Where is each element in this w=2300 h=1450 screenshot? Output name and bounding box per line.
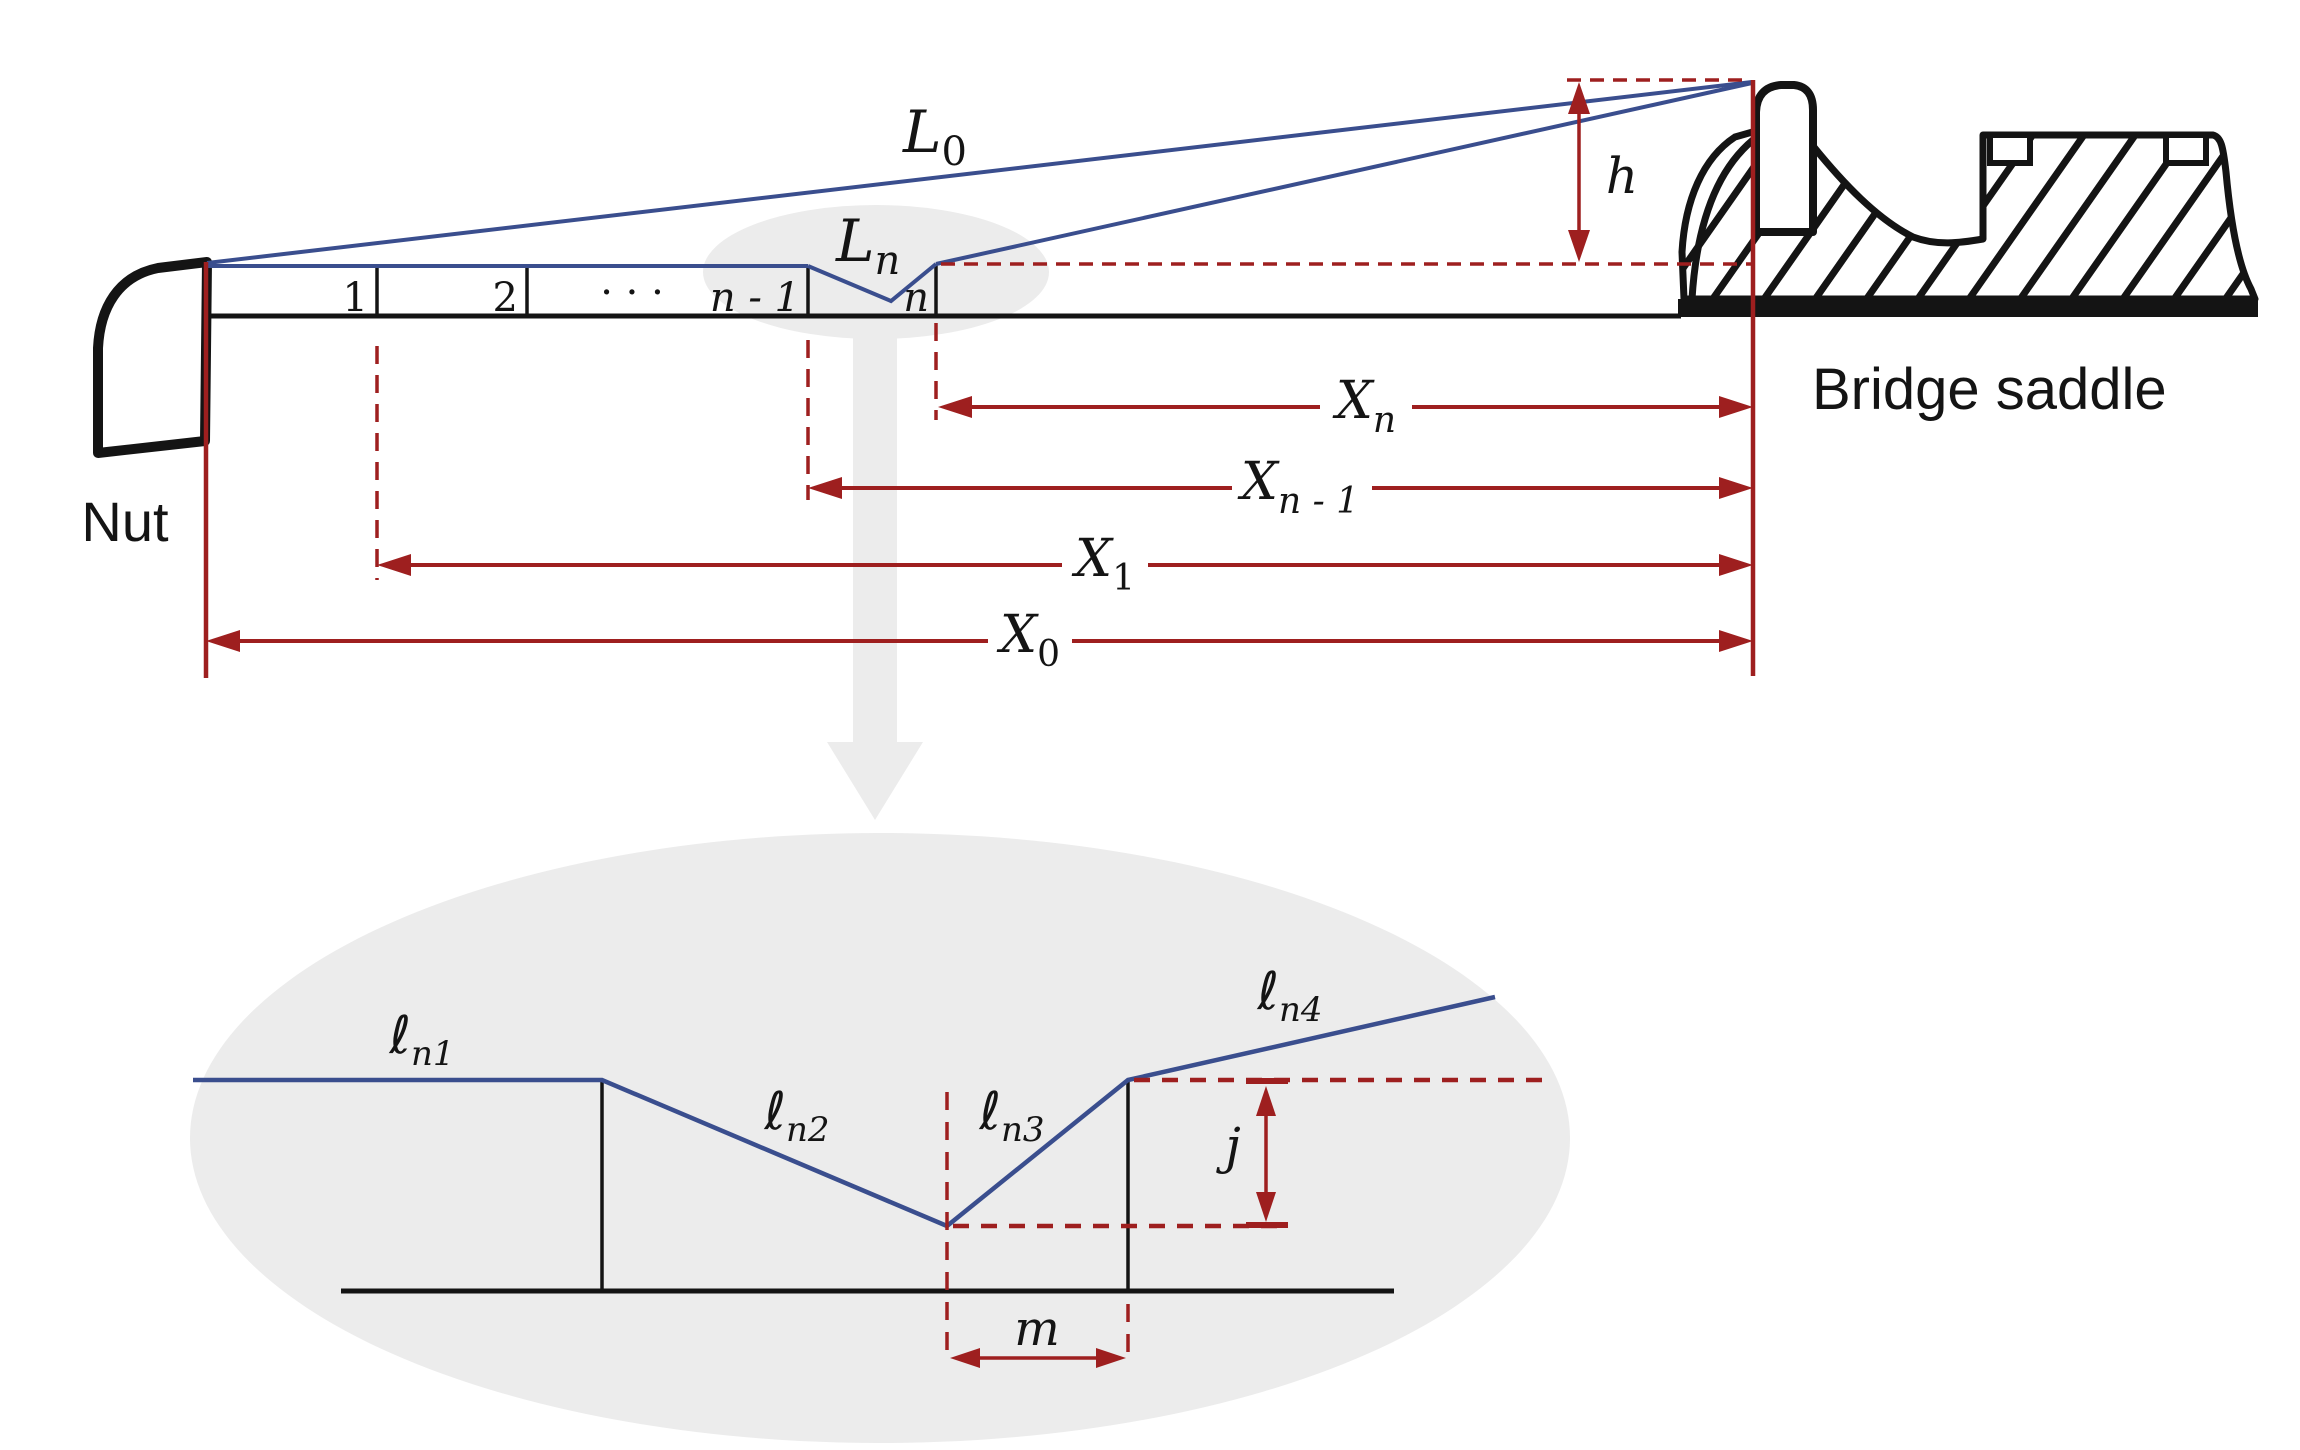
highlight-ellipse-top xyxy=(703,205,1049,339)
ln3-sub: n3 xyxy=(1001,1110,1045,1150)
X1-arrowhead-left xyxy=(377,554,411,576)
L0-sub: 0 xyxy=(942,129,967,175)
X1-base: X xyxy=(1071,529,1114,589)
ln4-sub: n4 xyxy=(1279,990,1323,1030)
fret-label-dots: · · · xyxy=(600,270,664,316)
tie-block-notch-left xyxy=(1987,132,2033,166)
ln4-label: ℓn4 xyxy=(1256,962,1322,1030)
ln3-base: ℓ xyxy=(978,1082,1000,1142)
bridge-base xyxy=(1678,299,2258,317)
X0-base: X xyxy=(996,605,1039,665)
Xn1-sub: n - 1 xyxy=(1278,481,1359,522)
X0-label: X0 xyxy=(996,605,1060,675)
fret-label-n-minus-1: n - 1 xyxy=(710,275,800,321)
j-arrowhead-down xyxy=(1256,1192,1276,1222)
Ln-label: Ln xyxy=(835,207,900,284)
ln3-label: ℓn3 xyxy=(978,1082,1044,1150)
Xn1-label: Xn - 1 xyxy=(1237,452,1359,522)
Ln-sub: n xyxy=(875,238,901,284)
Xn-label: Xn xyxy=(1332,371,1396,441)
ln1-sub: n1 xyxy=(411,1034,455,1074)
bridge-front-arc xyxy=(1688,137,1756,300)
bridge-body xyxy=(1678,127,2259,303)
bridge xyxy=(1678,81,2259,317)
j-arrowhead-up xyxy=(1256,1086,1276,1116)
m-arrowhead-left xyxy=(950,1348,980,1368)
strings xyxy=(206,80,1753,304)
m-arrowhead-right xyxy=(1096,1348,1126,1368)
X1-arrowhead-right xyxy=(1719,554,1753,576)
nut-label: Nut xyxy=(81,490,169,553)
Xn1-arrowhead-left xyxy=(808,477,842,499)
m-label: m xyxy=(1014,1301,1060,1357)
h-arrowhead-up xyxy=(1568,82,1590,114)
ln2-label: ℓn2 xyxy=(763,1082,829,1150)
ln1-base: ℓ xyxy=(388,1006,410,1066)
X1-label: X1 xyxy=(1071,529,1135,599)
magnifier-arrow-head xyxy=(827,742,923,820)
L0-base: L xyxy=(902,98,942,166)
X0-arrowhead-left xyxy=(206,630,240,652)
X0-arrowhead-right xyxy=(1719,630,1753,652)
labels: Nut Bridge saddle L0 Ln h 1 2 · · · n - … xyxy=(81,98,2166,1357)
bridge-saddle-label: Bridge saddle xyxy=(1812,357,2167,422)
ln2-sub: n2 xyxy=(786,1110,830,1150)
L0-label: L0 xyxy=(902,98,967,175)
fingerboard xyxy=(93,257,1681,458)
fret-label-2: 2 xyxy=(493,275,518,321)
Xn1-base: X xyxy=(1237,452,1280,512)
fret-label-1: 1 xyxy=(343,275,368,321)
ln1-label: ℓn1 xyxy=(388,1006,454,1074)
ln2-base: ℓ xyxy=(763,1082,785,1142)
Xn-sub: n xyxy=(1373,400,1396,441)
Xn1-arrowhead-right xyxy=(1719,477,1753,499)
X1-sub: 1 xyxy=(1112,558,1135,599)
detail-view xyxy=(193,994,1545,1368)
fretted-string-dip xyxy=(807,262,938,304)
ln4-base: ℓ xyxy=(1256,962,1278,1022)
dimensions xyxy=(203,78,1756,678)
Xn-arrowhead-right xyxy=(1719,396,1753,418)
tie-block-notch-right xyxy=(2163,132,2209,166)
fretted-string-to-saddle xyxy=(935,81,1753,266)
saddle-shape xyxy=(1752,81,1817,236)
open-string-line-L0 xyxy=(206,80,1753,265)
h-label: h xyxy=(1606,147,1638,205)
fret-label-n: n xyxy=(903,275,929,321)
h-arrowhead-down xyxy=(1568,230,1590,262)
X0-sub: 0 xyxy=(1037,634,1060,675)
magnifier-bubble xyxy=(190,833,1570,1443)
Xn-arrowhead-left xyxy=(938,396,972,418)
magnifier-arrow-shaft xyxy=(853,337,897,747)
Xn-base: X xyxy=(1332,371,1375,431)
nut-shape xyxy=(93,257,212,458)
Ln-base: L xyxy=(835,207,875,275)
